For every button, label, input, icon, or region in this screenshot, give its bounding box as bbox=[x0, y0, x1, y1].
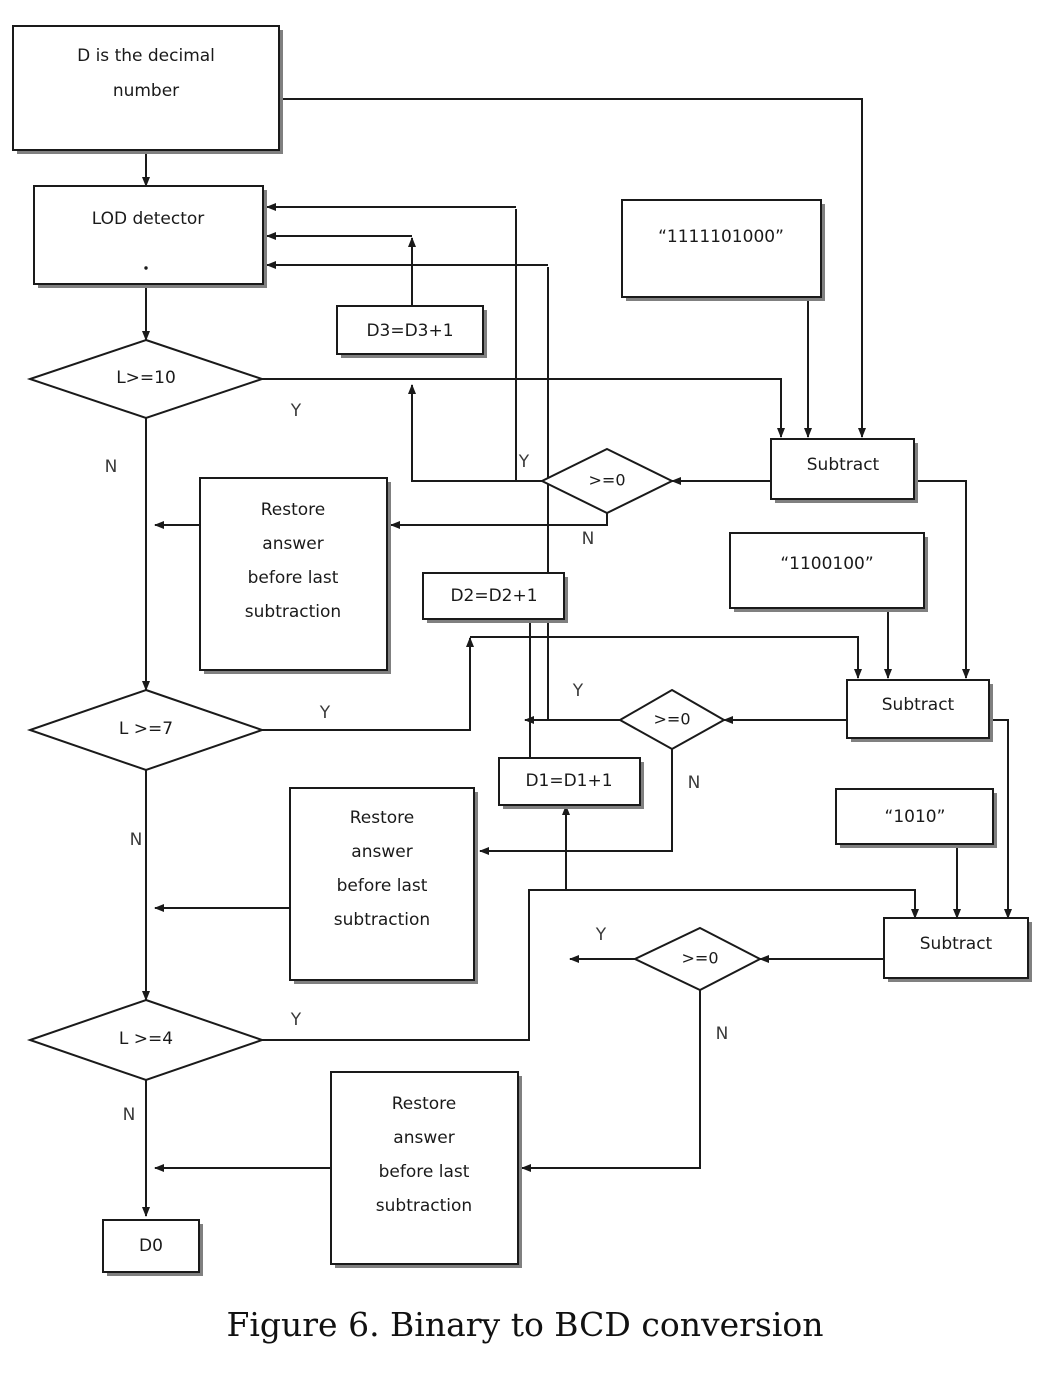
node-restore-3-line3: before last bbox=[379, 1162, 470, 1182]
edge-label-ge0-3-yes: Y bbox=[595, 925, 607, 945]
flowchart-diagram: D is the decimal number LOD detector L>=… bbox=[12, 25, 1032, 1276]
node-restore-2-line3: before last bbox=[337, 876, 428, 896]
node-const-1111101000[interactable]: “1111101000” bbox=[621, 199, 825, 301]
node-subtract-3[interactable]: Subtract bbox=[883, 917, 1032, 982]
node-restore-1-line3: before last bbox=[248, 568, 339, 588]
node-lod-detector[interactable]: LOD detector bbox=[33, 185, 267, 288]
node-subtract-2-label: Subtract bbox=[882, 695, 955, 715]
node-restore-1-line2: answer bbox=[262, 534, 323, 554]
node-decision-l10-label: L>=10 bbox=[116, 368, 176, 388]
edge-ge0-1-no-to-restore1 bbox=[390, 513, 608, 529]
node-restore-2-line2: answer bbox=[351, 842, 412, 862]
edge-start-to-subtract1 bbox=[281, 98, 866, 438]
edge-label-ge0-2-no: N bbox=[688, 773, 701, 793]
edge-ge0-1-yes-to-d3inc bbox=[408, 384, 542, 482]
node-layer: D is the decimal number LOD detector L>=… bbox=[12, 25, 1032, 1276]
node-d2-increment[interactable]: D2=D2+1 bbox=[422, 572, 568, 623]
node-d1-increment[interactable]: D1=D1+1 bbox=[498, 757, 644, 809]
node-decision-l4[interactable]: L >=4 bbox=[26, 998, 266, 1082]
node-d3-increment-label: D3=D3+1 bbox=[366, 321, 453, 341]
node-subtract-1[interactable]: Subtract bbox=[770, 438, 918, 503]
node-restore-1[interactable]: Restore answer before last subtraction bbox=[199, 477, 391, 674]
node-const-1111101000-label: “1111101000” bbox=[658, 227, 784, 247]
node-decision-l7[interactable]: L >=7 bbox=[26, 688, 266, 772]
node-decision-l10[interactable]: L>=10 bbox=[26, 338, 266, 420]
node-d2-increment-label: D2=D2+1 bbox=[450, 586, 537, 606]
edge-label-l4-yes: Y bbox=[290, 1010, 302, 1030]
node-const-1100100[interactable]: “1100100” bbox=[729, 532, 928, 612]
node-decision-l7-label: L >=7 bbox=[119, 719, 173, 739]
edge-l7-yes-to-d2inc bbox=[262, 637, 474, 731]
edge-subtract1-out-to-subtract2 bbox=[915, 480, 970, 679]
edge-l10-yes-to-subtract1 bbox=[262, 378, 785, 438]
edge-label-l10-no: N bbox=[105, 457, 118, 477]
node-const-1010[interactable]: “1010” bbox=[835, 788, 997, 848]
node-restore-2-line1: Restore bbox=[350, 808, 415, 828]
edge-label-ge0-3-no: N bbox=[716, 1024, 729, 1044]
lod-dot-marker bbox=[144, 266, 148, 270]
edge-label-l7-yes: Y bbox=[319, 703, 331, 723]
node-restore-2-line4: subtraction bbox=[334, 910, 430, 930]
edge-label-layer: Y N Y N Y N Y N Y N Y N bbox=[105, 401, 729, 1125]
node-start[interactable]: D is the decimal number bbox=[12, 25, 283, 154]
node-restore-1-line1: Restore bbox=[261, 500, 326, 520]
node-decision-ge0-2[interactable]: >=0 bbox=[617, 688, 727, 751]
node-restore-3-line2: answer bbox=[393, 1128, 454, 1148]
edge-ge0-2-no-to-restore2 bbox=[479, 749, 673, 855]
edge-ge0-3-no-to-restore3 bbox=[521, 990, 701, 1172]
node-decision-ge0-1[interactable]: >=0 bbox=[539, 447, 675, 515]
node-decision-ge0-3-label: >=0 bbox=[682, 949, 719, 968]
node-start-line1: D is the decimal bbox=[77, 46, 215, 66]
edge-l7-yes-to-subtract2 bbox=[470, 636, 862, 679]
node-lod-detector-label: LOD detector bbox=[92, 209, 205, 229]
edge-label-l4-no: N bbox=[123, 1105, 136, 1125]
node-const-1010-label: “1010” bbox=[885, 807, 946, 827]
node-decision-l4-label: L >=4 bbox=[119, 1029, 173, 1049]
edge-label-ge0-1-no: N bbox=[582, 529, 595, 549]
node-d3-increment[interactable]: D3=D3+1 bbox=[336, 305, 487, 358]
node-restore-1-line4: subtraction bbox=[245, 602, 341, 622]
node-decision-ge0-1-label: >=0 bbox=[589, 471, 626, 490]
edge-l4-yes-to-subtract3 bbox=[262, 889, 919, 1041]
node-d0-label: D0 bbox=[139, 1236, 163, 1256]
node-decision-ge0-2-label: >=0 bbox=[654, 710, 691, 729]
edge-label-l7-no: N bbox=[130, 830, 143, 850]
edge-label-ge0-2-yes: Y bbox=[572, 681, 584, 701]
node-d0[interactable]: D0 bbox=[102, 1219, 203, 1276]
edge-subtract2-out-to-subtract3 bbox=[993, 719, 1012, 919]
node-restore-3-line1: Restore bbox=[392, 1094, 457, 1114]
node-subtract-2[interactable]: Subtract bbox=[846, 679, 993, 742]
node-subtract-3-label: Subtract bbox=[920, 934, 993, 954]
node-const-1100100-label: “1100100” bbox=[780, 554, 873, 574]
edge-layer bbox=[142, 98, 1012, 1217]
edge-label-l10-yes: Y bbox=[290, 401, 302, 421]
node-restore-2[interactable]: Restore answer before last subtraction bbox=[289, 787, 478, 984]
figure-caption: Figure 6. Binary to BCD conversion bbox=[226, 1305, 824, 1344]
node-start-line2: number bbox=[113, 81, 179, 101]
node-restore-3-line4: subtraction bbox=[376, 1196, 472, 1216]
node-decision-ge0-3[interactable]: >=0 bbox=[632, 926, 763, 992]
node-d1-increment-label: D1=D1+1 bbox=[525, 771, 612, 791]
node-restore-3[interactable]: Restore answer before last subtraction bbox=[330, 1071, 522, 1268]
node-subtract-1-label: Subtract bbox=[807, 455, 880, 475]
edge-label-ge0-1-yes: Y bbox=[518, 452, 530, 472]
